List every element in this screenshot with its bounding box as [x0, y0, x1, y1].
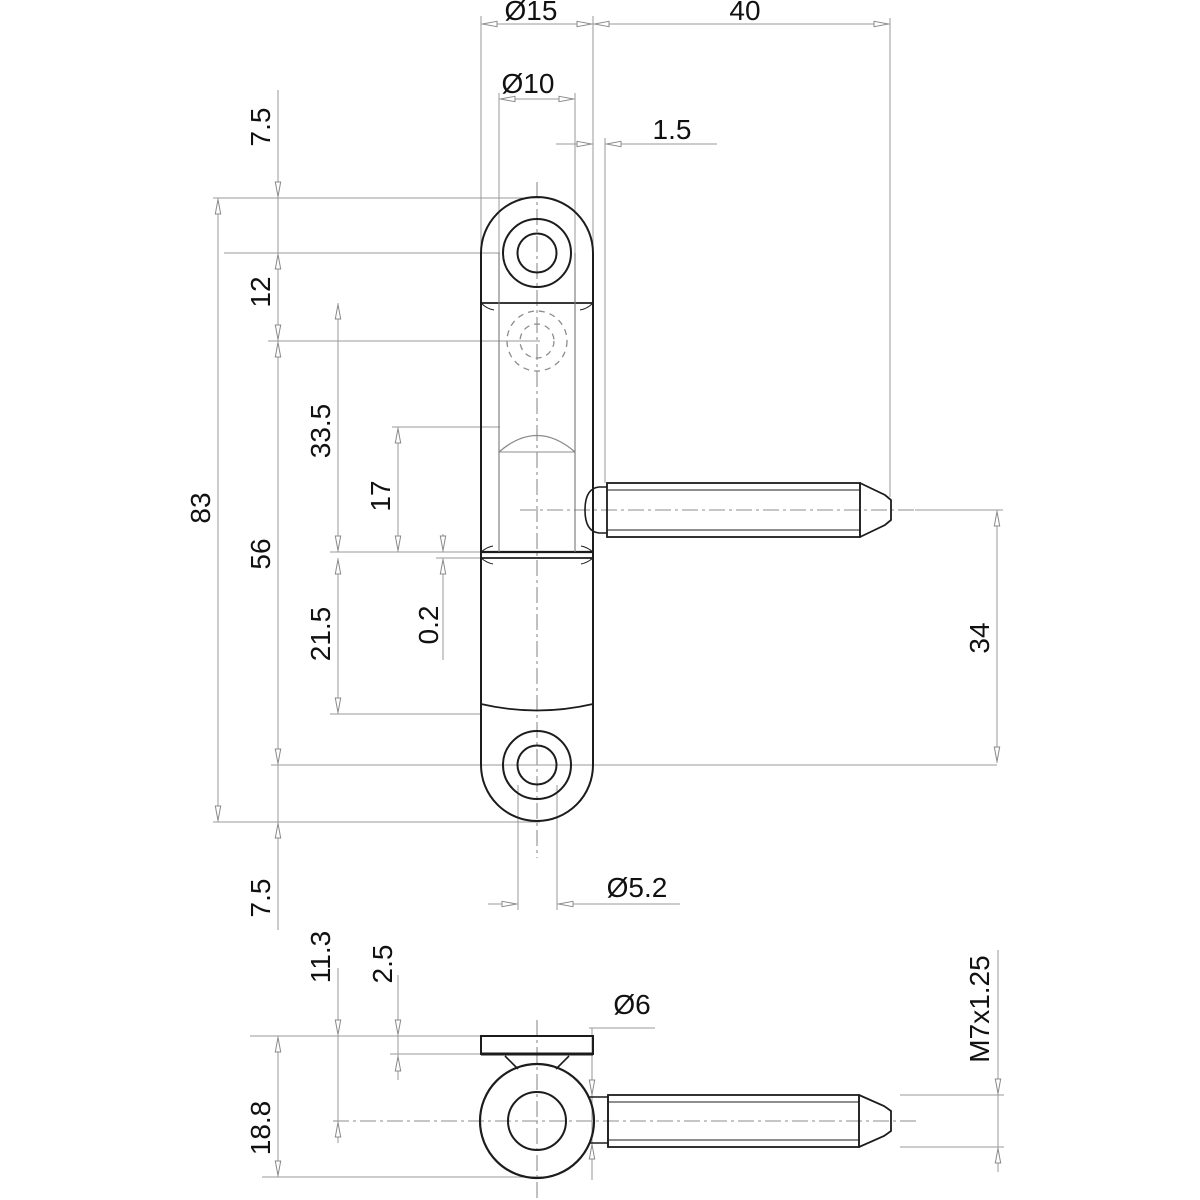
pin-neck — [584, 486, 607, 534]
dimension-lines — [217, 23, 999, 1180]
centerlines — [333, 182, 1003, 1198]
bottom-hole-counterbore — [502, 730, 572, 800]
joint-fillet — [580, 557, 594, 565]
dim-label-dia15: Ø15 — [505, 0, 558, 26]
dim-label-34: 34 — [964, 622, 995, 653]
flange-web — [555, 1055, 570, 1070]
top-hole — [516, 232, 558, 274]
dim-label-dia10: Ø10 — [502, 68, 555, 99]
dim-label-7-5-bottom: 7.5 — [245, 879, 276, 918]
dim-label-7-5-top: 7.5 — [245, 108, 276, 147]
barrel-outer-circle — [478, 1062, 596, 1180]
dim-label-18-8: 18.8 — [245, 1101, 276, 1156]
front-view-pin — [584, 482, 892, 538]
dim-label-33-5: 33.5 — [305, 404, 336, 459]
dim-label-0-2: 0.2 — [413, 606, 444, 645]
dim-label-17: 17 — [365, 480, 396, 511]
dim-label-dia6: Ø6 — [613, 989, 650, 1020]
dim-label-21-5: 21.5 — [305, 607, 336, 662]
extension-lines — [213, 16, 1004, 1178]
hinge-top-arc — [480, 196, 594, 254]
flange-web — [504, 1055, 519, 1070]
joint-fillet — [480, 557, 494, 565]
dim-label-56: 56 — [245, 538, 276, 569]
bottom-hole — [516, 744, 558, 786]
dim-label-11-3: 11.3 — [305, 931, 336, 983]
dim-label-dia5-2: Ø5.2 — [607, 872, 668, 903]
dim-label-2-5: 2.5 — [367, 945, 398, 984]
barrel-bore-circle — [507, 1091, 567, 1151]
bottom-view-part — [478, 1035, 892, 1180]
dim-label-1-5: 1.5 — [653, 114, 692, 145]
top-hole-counterbore — [502, 218, 572, 288]
pin-tip-cone — [859, 482, 892, 538]
joint-fillet — [579, 302, 594, 311]
hinge-bottom-arc — [480, 764, 594, 822]
dim-label-83: 83 — [185, 492, 216, 523]
dimension-labels: Ø15 40 Ø10 1.5 7.5 12 83 56 33.5 17 21.5… — [185, 0, 995, 1155]
front-view-part — [480, 196, 594, 822]
dim-label-40: 40 — [729, 0, 760, 26]
dim-label-12: 12 — [245, 276, 276, 307]
hidden-hole-outer — [506, 310, 568, 372]
internal-dome-arc — [498, 434, 576, 453]
hidden-hole-inner — [519, 323, 555, 359]
lower-joint-arc — [480, 703, 594, 712]
dimension-arrows — [214, 20, 1002, 1176]
joint-fillet — [580, 545, 594, 553]
joint-fillet — [480, 545, 494, 553]
pin-tip-cone — [858, 1094, 892, 1148]
dim-label-m7: M7x1.25 — [964, 955, 995, 1062]
joint-fillet — [480, 302, 495, 311]
